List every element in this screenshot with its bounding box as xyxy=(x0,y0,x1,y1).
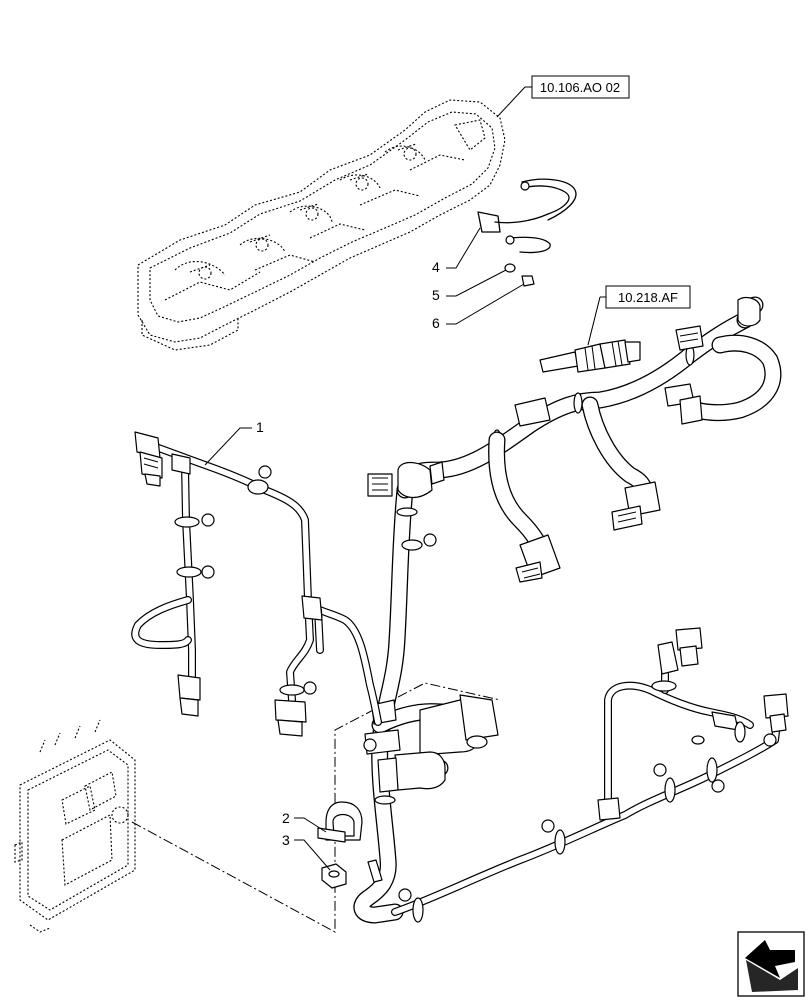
next-page-arrow-icon[interactable] xyxy=(737,931,805,997)
ref-rocker-cover: 10.106.AO 02 xyxy=(496,75,630,118)
left-harness-connectors xyxy=(134,431,323,737)
callout-4: 4 xyxy=(432,227,481,275)
engine-control-unit xyxy=(14,719,136,933)
lower-right-connectors xyxy=(597,627,789,821)
stud xyxy=(367,859,383,883)
svg-text:10.218.AF: 10.218.AF xyxy=(618,290,678,305)
left-harness-clips xyxy=(174,465,437,752)
callout-1: 1 xyxy=(204,419,264,466)
callout-3: 3 xyxy=(282,832,331,871)
callout-2: 2 xyxy=(282,810,327,833)
nut-part-3 xyxy=(321,863,347,889)
injector-pipes xyxy=(477,178,577,254)
rocker-cover-outline xyxy=(137,99,506,351)
svg-text:6: 6 xyxy=(432,315,440,331)
svg-text:4: 4 xyxy=(432,259,440,275)
leader-lines xyxy=(131,682,501,933)
callout-5: 5 xyxy=(432,269,507,303)
branch-connectors xyxy=(514,296,761,583)
injector xyxy=(539,339,641,373)
screw-part-6 xyxy=(521,275,535,287)
svg-text:1: 1 xyxy=(256,419,264,435)
elbow-connector xyxy=(367,461,445,499)
washer-part-5 xyxy=(504,263,516,273)
svg-text:3: 3 xyxy=(282,832,290,848)
lower-right-clips xyxy=(398,680,777,923)
p-clip-part-2 xyxy=(317,801,363,843)
svg-text:10.106.AO 02: 10.106.AO 02 xyxy=(540,80,620,95)
ref-injector: 10.218.AF xyxy=(587,285,691,346)
svg-text:5: 5 xyxy=(432,287,440,303)
callout-6: 6 xyxy=(432,283,525,331)
svg-text:2: 2 xyxy=(282,810,290,826)
junction-blocks xyxy=(364,694,499,793)
